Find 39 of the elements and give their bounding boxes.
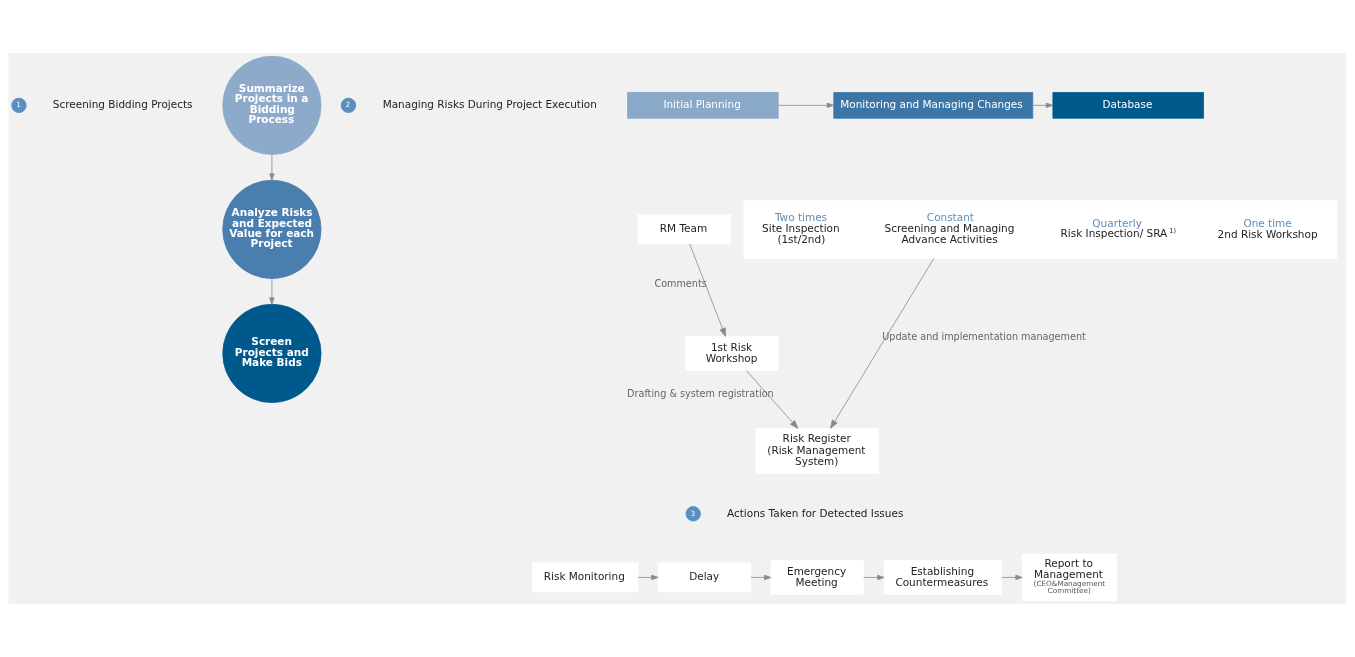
node-box: Establishing Countermeasures <box>883 560 1003 595</box>
node-box: Emergency Meeting <box>770 560 864 595</box>
arrow <box>1001 574 1023 581</box>
node-text: One time 2nd Risk Workshop <box>1217 216 1318 240</box>
arrow <box>863 574 885 581</box>
arrow <box>269 278 275 305</box>
arrow <box>269 154 275 181</box>
node-box: 1st Risk Workshop <box>685 336 779 371</box>
label: 2 <box>345 100 351 110</box>
label: Actions Taken for Detected Issues <box>727 506 904 519</box>
label: Screening Bidding Projects <box>52 98 193 111</box>
label: 1 <box>16 100 21 110</box>
label: Managing Risks During Project Execution <box>382 98 597 111</box>
node-text: Constant Screening and Managing Advance Activities <box>884 210 1015 246</box>
node-box: Monitoring and Managing Changes <box>833 92 1034 119</box>
node-text: Quarterly Risk Inspection/ SRA$^{1)}$ <box>1060 216 1176 239</box>
arrow <box>750 574 772 581</box>
label: 3 <box>690 508 696 518</box>
node-box: RM Team <box>637 214 732 245</box>
node-box: Risk Register (Risk Management System) <box>755 428 879 474</box>
cluster <box>743 200 1338 259</box>
arrow <box>689 243 726 337</box>
node-box: Report to Management (CEO&Management Committee) <box>1021 553 1117 602</box>
edge-label: Update and implementation management <box>882 331 1086 343</box>
arrow <box>830 258 935 429</box>
node-box: Delay <box>657 562 752 593</box>
node-text: Two times Site Inspection (1st/2nd) <box>762 210 840 246</box>
arrow <box>637 574 659 581</box>
node-circle: Analyze Risks and Expected Value for each Project <box>222 179 322 279</box>
node-box: Initial Planning <box>627 92 779 119</box>
edge-label: Comments <box>654 278 707 290</box>
node-circle: Summarize Projects in a Bidding Process <box>222 55 322 155</box>
node-circle: Screen Projects and Make Bids <box>222 303 322 403</box>
node-box: Database <box>1052 92 1204 119</box>
node-box: Risk Monitoring <box>532 562 639 593</box>
arrow <box>777 102 835 109</box>
arrow <box>745 370 799 429</box>
arrow <box>1032 102 1054 109</box>
edge-label: Drafting & system registration <box>627 387 774 399</box>
